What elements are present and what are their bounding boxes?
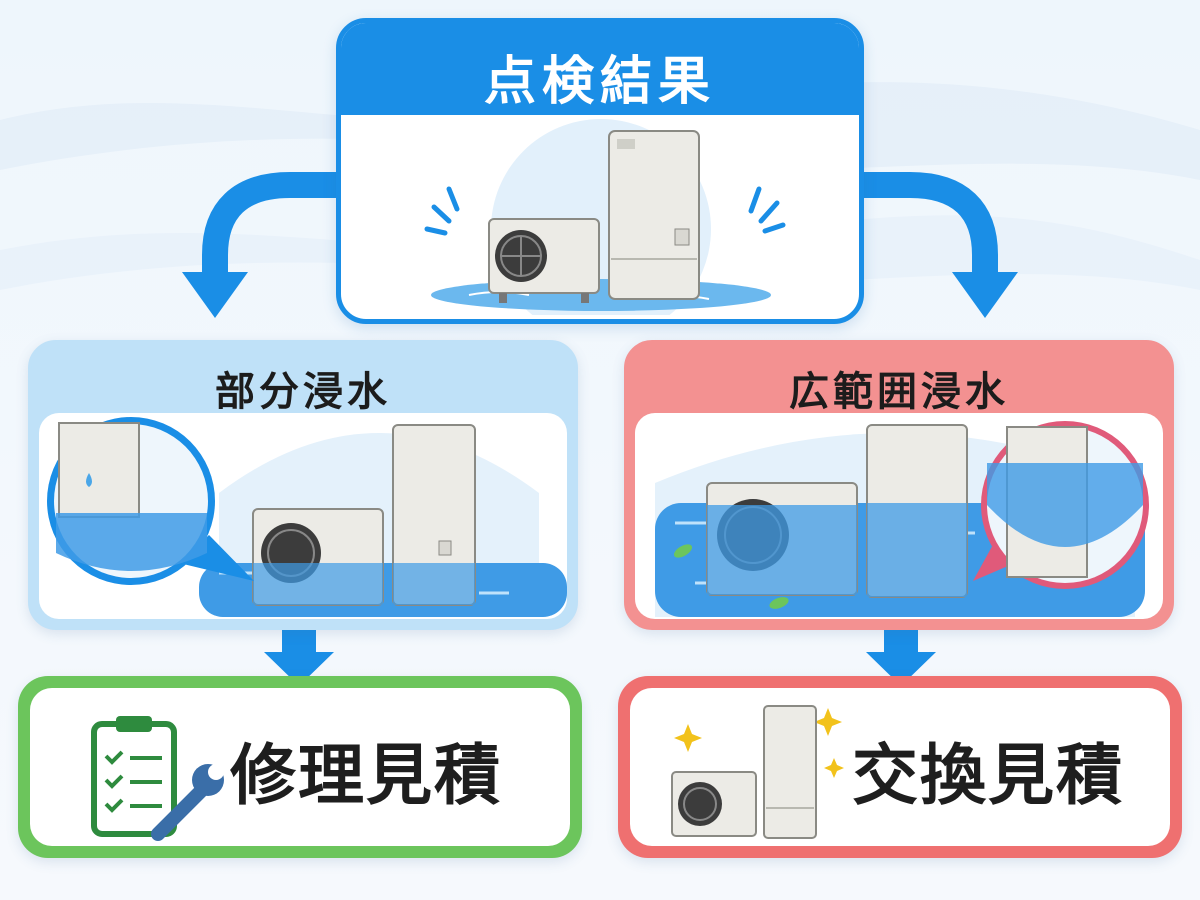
inspection-result-title: 点検結果 [483,52,716,112]
water-tank-icon [763,705,817,839]
inspection-result-box: 点検結果 [336,18,864,324]
arrow-down-icon [264,630,334,686]
clipboard-checklist-icon [91,716,177,837]
inspection-result-header [341,23,859,115]
wide-flooding-header [627,343,1171,421]
heat-pump-unit-icon [706,482,858,596]
wide-flooding-title: 広範囲浸水 [789,369,1009,415]
alert-lines-icon [424,186,786,236]
arrow-down-icon [864,172,1018,318]
sparkle-icon [674,708,844,778]
heat-pump-unit-icon [252,508,384,606]
partial-flooding-scene [39,413,567,619]
repair-estimate-label: 修理見積 [230,737,502,814]
water-tank-icon [392,424,476,606]
wrench-icon [151,764,224,841]
leaf-icon [769,597,789,609]
water-tank-icon [608,130,700,300]
arrow-down-icon [182,172,336,318]
replacement-estimate-inner: 交換見積 [630,688,1170,846]
repair-estimate-inner: 修理見積 [30,688,570,846]
inspection-scene [349,119,851,315]
water-drop-icon [86,473,92,487]
heat-pump-unit-icon [488,218,600,303]
zoom-detail-circle [973,421,1149,589]
leaf-icon [673,544,693,558]
arrow-down-icon [866,630,936,686]
replacement-estimate-box: 交換見積 [618,676,1182,858]
partial-flooding-box: 部分浸水 [28,340,578,630]
repair-estimate-box: 修理見積 [18,676,582,858]
partial-flooding-title: 部分浸水 [215,369,391,415]
heat-pump-unit-icon [671,771,757,837]
zoom-detail-circle [47,417,254,585]
wide-flooding-box: 広範囲浸水 [624,340,1174,630]
partial-flooding-header [31,343,575,421]
replacement-estimate-label: 交換見積 [852,737,1124,814]
wide-flooding-scene [635,413,1163,619]
water-tank-icon [866,424,968,598]
